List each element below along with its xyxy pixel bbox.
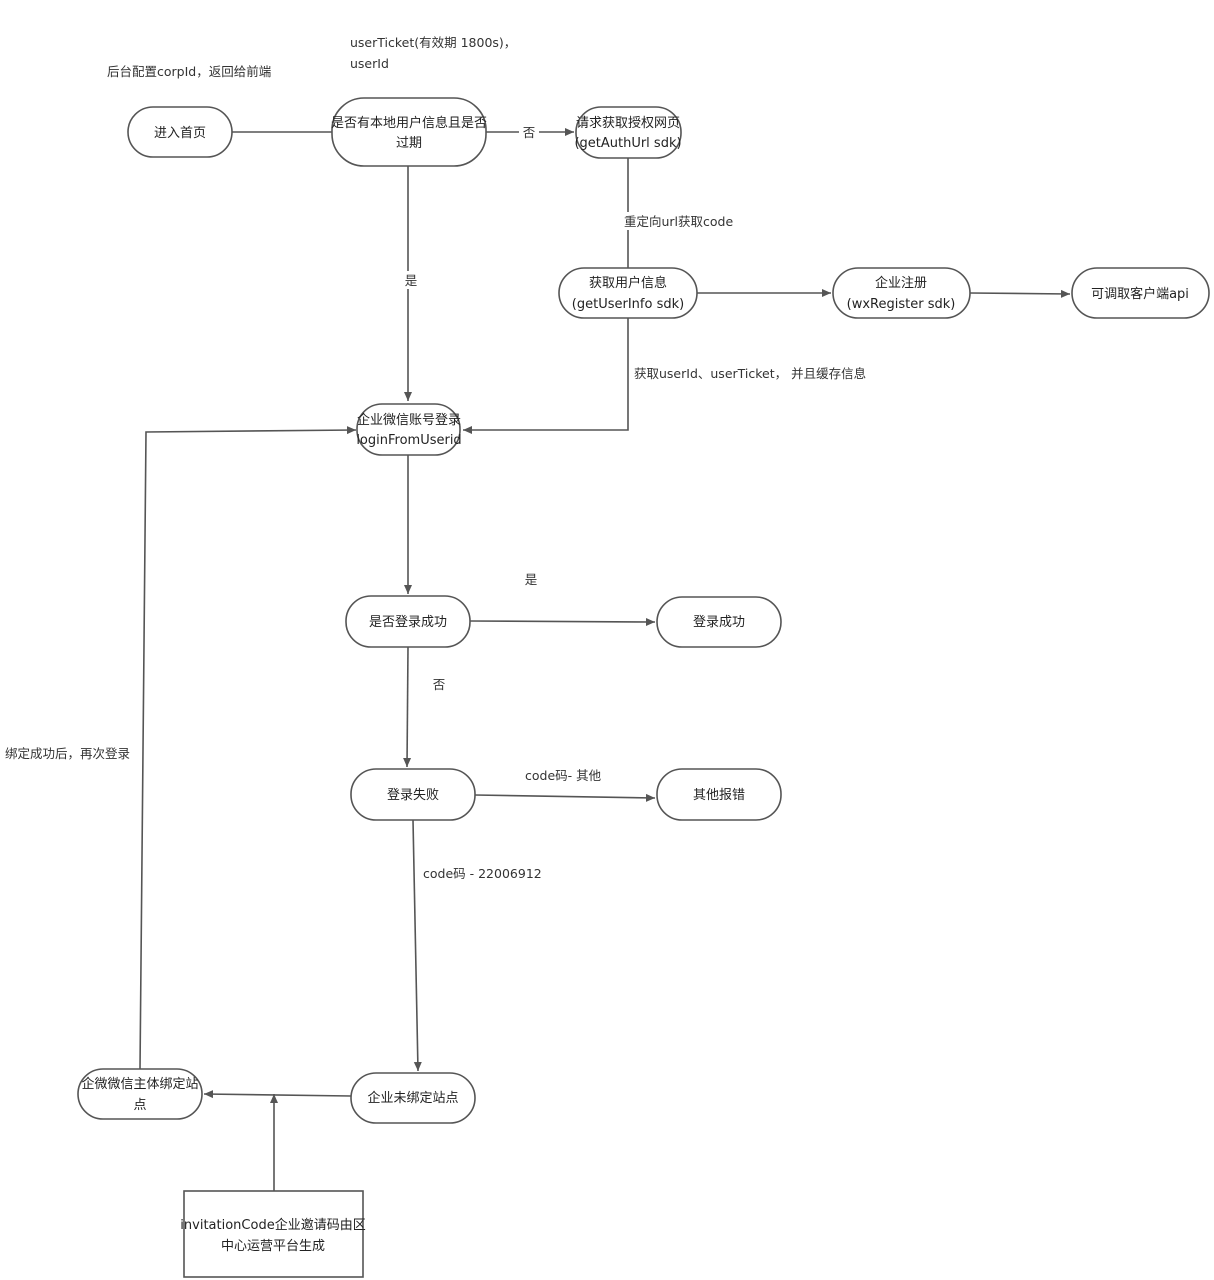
node-bind-site: 企微微信主体绑定站 点 xyxy=(77,1068,203,1120)
edges xyxy=(139,128,1071,1191)
node-login-success-check: 是否登录成功 xyxy=(345,595,471,648)
node-client-api: 可调取客户端api xyxy=(1071,267,1210,319)
node-login-failed: 登录失败 xyxy=(350,768,476,821)
label-code-other: code码- 其他 xyxy=(525,768,602,783)
svg-text:企微微信主体绑定站: 企微微信主体绑定站 xyxy=(81,1076,198,1092)
svg-text:进入首页: 进入首页 xyxy=(154,126,206,141)
node-enterprise-register: 企业注册 (wxRegister sdk) xyxy=(832,267,971,319)
svg-text:是否登录成功: 是否登录成功 xyxy=(369,615,447,630)
label-get-userid-ticket: 获取userId、userTicket， 并且缓存信息 xyxy=(634,366,866,381)
node-wecom-login: 企业微信账号登录 loginFromUserid xyxy=(356,403,462,456)
label-no-2: 否 xyxy=(433,677,446,692)
svg-text:(wxRegister sdk): (wxRegister sdk) xyxy=(847,297,956,312)
corp-id-note: 后台配置corpId，返回给前端 xyxy=(107,64,271,79)
svg-text:过期: 过期 xyxy=(396,136,422,151)
label-yes-1: 是 xyxy=(405,273,418,288)
node-other-error: 其他报错 xyxy=(656,768,782,821)
edge-bind-to-login xyxy=(139,426,357,1070)
no-label-bg xyxy=(519,123,539,141)
edge-userinfo-to-login xyxy=(463,318,629,434)
svg-text:点: 点 xyxy=(133,1098,146,1113)
svg-text:获取用户信息: 获取用户信息 xyxy=(589,275,667,291)
user-ticket-note: userTicket(有效期 1800s)， userId xyxy=(350,35,520,71)
label-bind-then-login: 绑定成功后，再次登录 xyxy=(5,746,130,761)
svg-text:是否有本地用户信息且是否: 是否有本地用户信息且是否 xyxy=(331,115,487,131)
svg-text:企业注册: 企业注册 xyxy=(875,275,927,291)
svg-text:(getUserInfo sdk): (getUserInfo sdk) xyxy=(572,297,684,312)
svg-text:企业未绑定站点: 企业未绑定站点 xyxy=(367,1090,458,1106)
node-check-local: 是否有本地用户信息且是否 过期 xyxy=(331,97,487,167)
edge-failed-to-not-bound xyxy=(412,819,422,1072)
svg-text:企业微信账号登录: 企业微信账号登录 xyxy=(357,412,461,428)
node-request-auth: 请求获取授权网页 (getAuthUrl sdk) xyxy=(574,106,682,159)
edge-labels: 后台配置corpId，返回给前端 userTicket(有效期 1800s)， … xyxy=(5,35,866,881)
edge-failed-to-other-error xyxy=(474,793,656,802)
edge-not-bound-to-bind xyxy=(203,1090,352,1099)
svg-text:可调取客户端api: 可调取客户端api xyxy=(1091,286,1189,302)
edge-check-success-to-failed xyxy=(403,646,412,768)
label-no-1: 否 xyxy=(523,125,536,140)
redirect-label-bg xyxy=(624,212,634,230)
node-enter-home: 进入首页 xyxy=(127,106,233,158)
svg-text:loginFromUserid: loginFromUserid xyxy=(356,433,461,448)
edge-register-to-api xyxy=(969,289,1071,298)
node-get-user-info: 获取用户信息 (getUserInfo sdk) xyxy=(558,267,698,319)
node-login-success: 登录成功 xyxy=(656,596,782,648)
svg-text:其他报错: 其他报错 xyxy=(693,788,745,803)
svg-text:中心运营平台生成: 中心运营平台生成 xyxy=(221,1239,325,1254)
label-code-22006912: code码 - 22006912 xyxy=(423,866,542,881)
label-redirect-code: 重定向url获取code xyxy=(624,214,733,229)
node-not-bound: 企业未绑定站点 xyxy=(350,1072,476,1124)
svg-text:invitationCode企业邀请码由区: invitationCode企业邀请码由区 xyxy=(180,1217,365,1233)
svg-text:登录失败: 登录失败 xyxy=(387,788,439,803)
svg-text:请求获取授权网页: 请求获取授权网页 xyxy=(576,115,680,131)
node-invitation-code: invitationCode企业邀请码由区 中心运营平台生成 xyxy=(180,1190,366,1278)
edge-check-success-to-success xyxy=(469,617,656,626)
yes-label-bg xyxy=(400,271,418,289)
nodes: 进入首页 是否有本地用户信息且是否 过期 请求获取授权网页 (getAuthUr… xyxy=(77,97,1210,1278)
label-yes-2: 是 xyxy=(525,572,538,587)
svg-text:登录成功: 登录成功 xyxy=(693,615,745,630)
svg-text:(getAuthUrl sdk): (getAuthUrl sdk) xyxy=(574,136,681,151)
